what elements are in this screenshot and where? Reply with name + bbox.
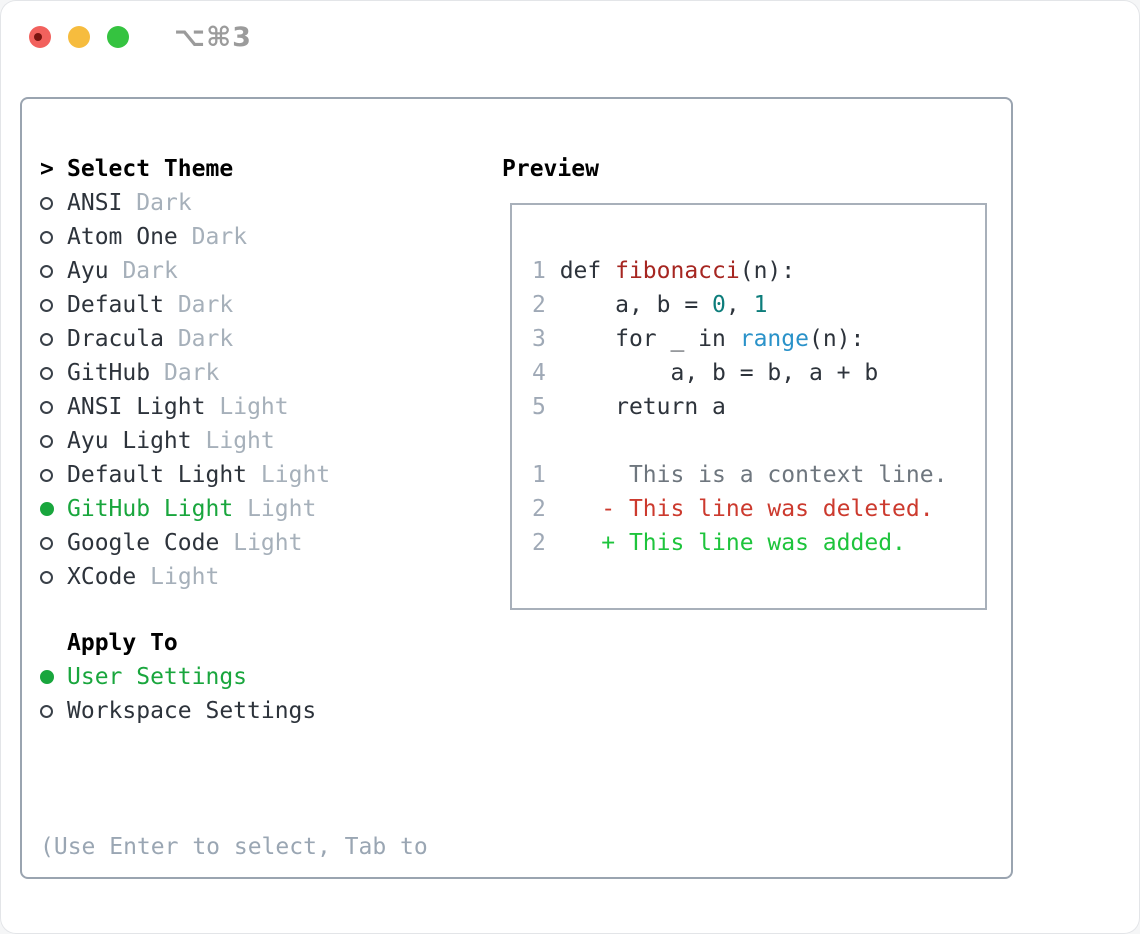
option-label: XCode — [67, 564, 137, 590]
theme-variant-label: Light — [260, 462, 331, 488]
hint-text: (Use Enter to select, Tab to change focu… — [40, 762, 428, 934]
radio-icon — [40, 570, 67, 584]
radio-icon — [40, 366, 67, 380]
option-label: Google Code — [67, 530, 220, 556]
option-label: Workspace Settings — [67, 698, 317, 724]
code-line: 1 def fibonacci(n): — [532, 258, 796, 284]
close-button[interactable] — [29, 26, 51, 48]
theme-variant-label: Dark — [177, 292, 234, 318]
theme-variant-label: Dark — [122, 258, 178, 284]
theme-option[interactable]: XCode Light — [40, 560, 330, 594]
apply-to-header: Apply To — [40, 626, 316, 660]
maximize-button[interactable] — [107, 26, 129, 48]
code-line: 5 return a — [532, 394, 726, 420]
option-label: ANSI — [67, 190, 123, 216]
radio-icon — [40, 434, 67, 448]
radio-icon — [40, 264, 67, 278]
theme-variant-label: Dark — [136, 190, 192, 216]
minimize-button[interactable] — [68, 26, 90, 48]
radio-selected-icon — [40, 670, 67, 684]
option-label: Dracula — [67, 326, 164, 352]
option-label: GitHub Light — [67, 496, 234, 522]
theme-option[interactable]: Google Code Light — [40, 526, 330, 560]
select-theme-header: > Select Theme — [40, 152, 330, 186]
option-label: User Settings — [67, 664, 248, 690]
preview-title: Preview — [502, 156, 599, 182]
code-line — [532, 424, 947, 458]
apply-to-title: Apply To — [67, 630, 178, 656]
radio-selected-icon — [40, 502, 67, 516]
theme-variant-label: Dark — [163, 360, 220, 386]
option-label: ANSI Light — [67, 394, 206, 420]
radio-icon — [40, 196, 67, 210]
option-label: GitHub — [67, 360, 151, 386]
apply-to-option[interactable]: Workspace Settings — [40, 694, 316, 728]
theme-option[interactable]: GitHub Dark — [40, 356, 330, 390]
theme-option[interactable]: GitHub Light Light — [40, 492, 330, 526]
select-theme-title: Select Theme — [67, 156, 234, 182]
code-line: 3 for _ in range(n): — [532, 326, 865, 352]
theme-option[interactable]: Ayu Light Light — [40, 424, 330, 458]
option-label: Ayu — [67, 258, 109, 284]
radio-icon — [40, 400, 67, 414]
theme-variant-label: Dark — [177, 326, 234, 352]
radio-icon — [40, 704, 67, 718]
theme-option[interactable]: Dracula Dark — [40, 322, 330, 356]
hint-line: (Use Enter to select, Tab to — [40, 834, 428, 860]
preview-box: 1 def fibonacci(n): 2 a, b = 0, 1 3 for _ … — [510, 203, 987, 610]
theme-option[interactable]: ANSI Light Light — [40, 390, 330, 424]
theme-variant-label: Light — [150, 564, 220, 590]
window-shortcut-label: ⌥⌘3 — [174, 21, 252, 53]
focus-caret: > — [40, 156, 54, 182]
option-label: Default Light — [67, 462, 248, 488]
theme-variant-label: Dark — [191, 224, 248, 250]
theme-variant-label: Light — [233, 530, 303, 556]
radio-icon — [40, 230, 67, 244]
preview-code: 1 def fibonacci(n): 2 a, b = 0, 1 3 for _ … — [532, 254, 947, 560]
titlebar: ⌥⌘3 — [29, 22, 252, 53]
apply-to-option[interactable]: User Settings — [40, 660, 316, 694]
code-line: 2 a, b = 0, 1 — [532, 292, 768, 318]
theme-option[interactable]: Default Dark — [40, 288, 330, 322]
radio-icon — [40, 332, 67, 346]
code-line: 4 a, b = b, a + b — [532, 360, 879, 386]
radio-icon — [40, 298, 67, 312]
theme-variant-label: Light — [219, 394, 289, 420]
theme-option[interactable]: Default Light Light — [40, 458, 330, 492]
theme-option[interactable]: Atom One Dark — [40, 220, 330, 254]
option-label: Ayu Light — [67, 428, 192, 454]
option-label: Atom One — [67, 224, 178, 250]
theme-option[interactable]: ANSI Dark — [40, 186, 330, 220]
radio-icon — [40, 468, 67, 482]
radio-icon — [40, 536, 67, 550]
theme-variant-label: Light — [247, 496, 317, 522]
theme-option[interactable]: Ayu Dark — [40, 254, 330, 288]
code-line: 2 - This line was deleted. — [532, 496, 934, 522]
code-line: 2 + This line was added. — [532, 530, 906, 556]
theme-variant-label: Light — [205, 428, 275, 454]
code-line: 1 This is a context line. — [532, 462, 948, 488]
option-label: Default — [67, 292, 164, 318]
